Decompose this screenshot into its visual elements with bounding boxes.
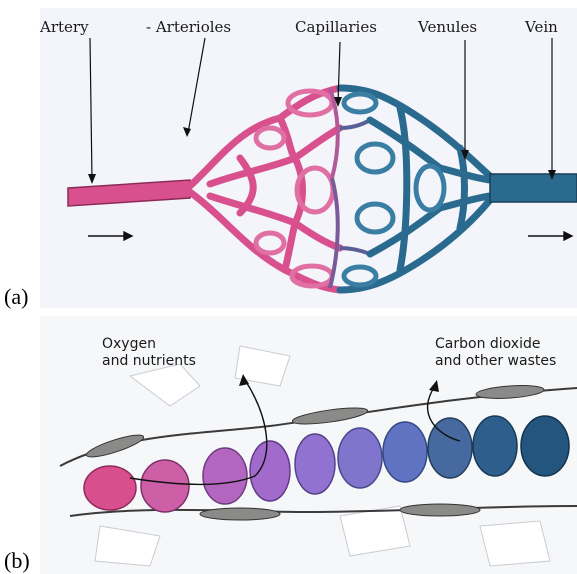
artery-vessel (68, 180, 190, 206)
capillary-wall-lower (70, 506, 577, 516)
red-blood-cells (84, 416, 569, 512)
arterioles-label: - Arterioles (146, 18, 231, 36)
label-pointers (90, 38, 552, 180)
flow-arrows (88, 232, 572, 240)
venules-label: Venules (418, 18, 477, 36)
arteriole-branches (190, 88, 340, 290)
capillaries-label: Capillaries (295, 18, 377, 36)
panel-b-capillary-exchange: Oxygen and nutrients Carbon dioxide and … (40, 316, 577, 574)
panel-b-letter: (b) (4, 548, 30, 574)
panel-a-blood-vessels: Artery - Arterioles Capillaries Venules … (40, 8, 577, 308)
panel-a-letter: (a) (4, 284, 28, 310)
carbon-dioxide-wastes-label: Carbon dioxide and other wastes (435, 336, 556, 370)
vein-label: Vein (525, 18, 558, 36)
capillary-bed (330, 88, 370, 288)
oxygen-nutrients-label: Oxygen and nutrients (102, 336, 196, 370)
vessel-network-diagram (40, 8, 577, 308)
vein-vessel (490, 174, 577, 202)
artery-label: Artery (40, 18, 89, 36)
